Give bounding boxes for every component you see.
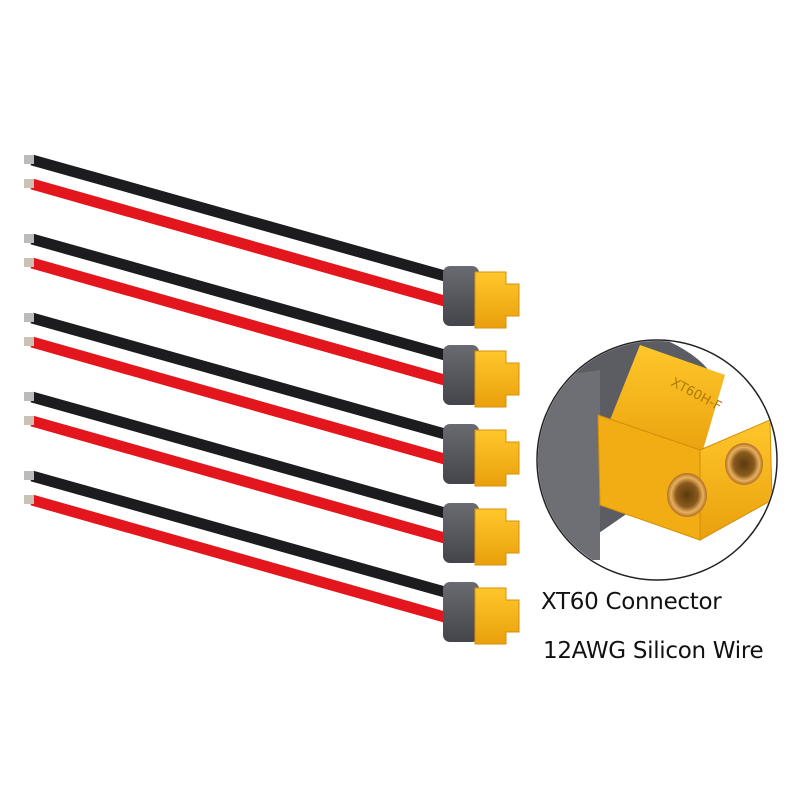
red-wire	[30, 178, 450, 308]
cable-pairs	[24, 154, 520, 645]
xt60-connector	[474, 429, 520, 487]
xt60-connector	[474, 508, 520, 566]
red-wire	[30, 336, 450, 466]
connector-housing	[443, 503, 479, 563]
black-wire	[30, 391, 454, 521]
pin-socket	[667, 473, 707, 517]
stripped-tip	[24, 234, 34, 243]
black-wire	[30, 233, 454, 363]
connector-closeup-inset: XT60H-F	[536, 339, 778, 581]
cable-pair	[24, 391, 520, 566]
connector-housing	[443, 424, 479, 484]
connector-housing	[443, 266, 479, 326]
xt60-connector	[474, 350, 520, 408]
black-wire	[30, 470, 454, 600]
caption-connector: XT60 Connector	[541, 589, 722, 615]
cable-pair	[24, 470, 520, 645]
stripped-tip	[24, 313, 34, 322]
connector-housing	[443, 582, 479, 642]
pin-socket	[725, 443, 763, 485]
stripped-tip	[24, 258, 34, 267]
stripped-tip	[24, 416, 34, 425]
cable-pair	[24, 154, 520, 329]
red-wire	[30, 415, 450, 545]
stripped-tip	[24, 337, 34, 346]
stripped-tip	[24, 392, 34, 401]
caption-wire: 12AWG Silicon Wire	[543, 638, 764, 664]
stripped-tip	[24, 495, 34, 504]
red-wire	[30, 494, 450, 624]
black-wire	[30, 312, 454, 442]
stripped-tip	[24, 179, 34, 188]
black-wire	[30, 154, 454, 284]
connector-housing	[443, 345, 479, 405]
red-wire	[30, 257, 450, 387]
xt60-connector	[474, 587, 520, 645]
xt60-connector	[474, 271, 520, 329]
cable-pair	[24, 233, 520, 408]
stripped-tip	[24, 155, 34, 164]
cable-pair	[24, 312, 520, 487]
stripped-tip	[24, 471, 34, 480]
